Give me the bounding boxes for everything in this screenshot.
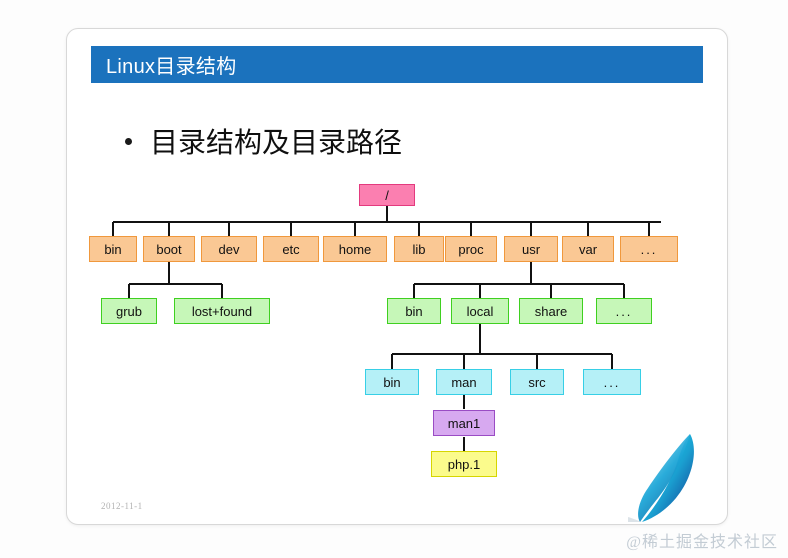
slide-title-bar: Linux目录结构 xyxy=(91,46,703,83)
tree-node-root-more: ... xyxy=(620,236,678,262)
tree-node-label: usr xyxy=(521,241,541,257)
tree-node-label: proc xyxy=(458,241,484,257)
tree-node-local-man: man xyxy=(436,369,492,395)
tree-node-label: local xyxy=(466,303,494,319)
tree-node-label: share xyxy=(534,303,568,319)
tree-node-label: ... xyxy=(640,241,658,257)
tree-node-label: ... xyxy=(615,303,633,319)
tree-node-label: bin xyxy=(104,241,122,257)
tree-node-lost-found: lost+found xyxy=(174,298,270,324)
tree-node-local-src: src xyxy=(510,369,564,395)
tree-node-local-more: ... xyxy=(583,369,641,395)
tree-node-lib: lib xyxy=(394,236,444,262)
tree-node-label: lost+found xyxy=(191,303,253,319)
tree-node-usr: usr xyxy=(504,236,558,262)
tree-node-label: php.1 xyxy=(447,456,481,472)
slide-title: Linux目录结构 xyxy=(106,56,237,78)
tree-connectors xyxy=(111,206,661,451)
tree-node-label: var xyxy=(578,241,598,257)
tree-node-label: etc xyxy=(282,241,300,257)
tree-node-label: bin xyxy=(405,303,423,319)
tree-node-usr-share: share xyxy=(519,298,583,324)
tree-node-label: lib xyxy=(412,241,426,257)
tree-node-root: / xyxy=(359,184,415,206)
tree-node-label: / xyxy=(385,187,389,203)
tree-node-boot: boot xyxy=(143,236,195,262)
tree-node-usr-bin: bin xyxy=(387,298,441,324)
tree-node-etc: etc xyxy=(263,236,319,262)
tree-node-label: bin xyxy=(383,374,401,390)
tree-node-label: home xyxy=(338,241,372,257)
tree-node-usr-more: ... xyxy=(596,298,652,324)
bullet-text: 目录结构及目录路径 xyxy=(150,127,403,158)
tree-node-proc: proc xyxy=(445,236,497,262)
tree-node-grub: grub xyxy=(101,298,157,324)
tree-node-home: home xyxy=(323,236,387,262)
tree-node-label: grub xyxy=(115,303,143,319)
directory-tree-diagram: / bin boot dev etc home lib proc xyxy=(67,29,727,524)
tree-node-local-bin: bin xyxy=(365,369,419,395)
bullet-dot-icon xyxy=(125,137,132,145)
tree-node-usr-local: local xyxy=(451,298,509,324)
tree-node-bin: bin xyxy=(89,236,137,262)
tree-node-label: ... xyxy=(603,374,621,390)
tree-node-label: boot xyxy=(156,241,182,257)
tree-node-label: man1 xyxy=(447,415,481,431)
tree-node-dev: dev xyxy=(201,236,257,262)
slide-date: 2012-11-1 xyxy=(101,501,143,511)
watermark-text: @稀土掘金技术社区 xyxy=(626,534,778,551)
tree-node-label: src xyxy=(528,374,546,390)
slide-card: Linux目录结构 目录结构及目录路径 xyxy=(66,28,728,525)
bullet-row: 目录结构及目录路径 xyxy=(125,121,402,161)
tree-node-php1: php.1 xyxy=(431,451,497,477)
tree-node-var: var xyxy=(562,236,614,262)
tree-node-label: dev xyxy=(218,241,240,257)
tree-node-man1: man1 xyxy=(433,410,495,436)
tree-node-label: man xyxy=(451,374,477,390)
